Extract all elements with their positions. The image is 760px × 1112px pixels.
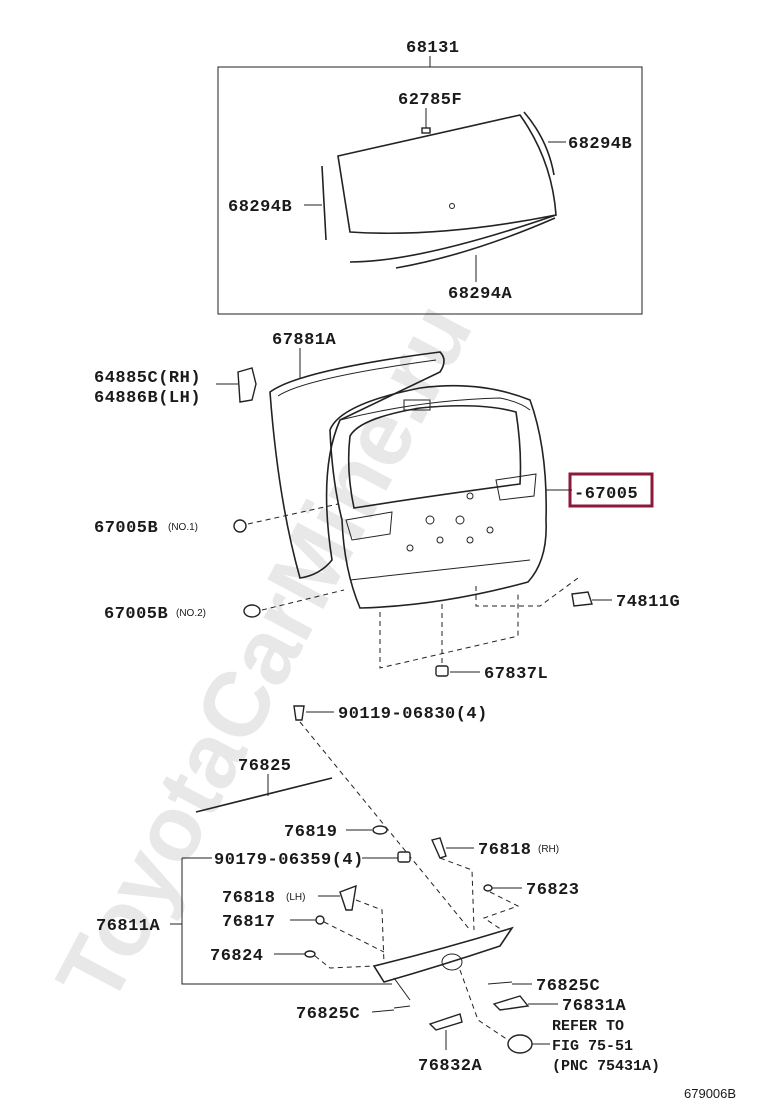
stopper-74811G[interactable] [571, 591, 593, 607]
callout-90119-06830: 90119-06830(4) [338, 705, 488, 724]
cushion-67005B-no2[interactable] [243, 604, 261, 618]
glass-lower-edge [349, 214, 557, 263]
back-glass-group [217, 56, 643, 315]
back-door-garnish-76811A[interactable] [372, 926, 514, 983]
molding-68294A-bottom[interactable] [395, 217, 556, 269]
tape-76825C-bottom[interactable] [393, 1005, 411, 1009]
cover-76832A[interactable] [428, 1013, 463, 1031]
door-hole [466, 492, 474, 500]
callout-76825C-right: 76825C [536, 977, 600, 996]
callout-76819: 76819 [284, 823, 338, 842]
callout-76825: 76825 [238, 757, 292, 776]
leader-76825C-bottom [371, 1009, 395, 1013]
molding-68294B-left[interactable] [321, 165, 327, 241]
cushion-67005B-no1[interactable] [233, 519, 247, 533]
note-line-1: REFER TO [552, 1018, 624, 1035]
screw-90119-06830[interactable] [293, 705, 305, 721]
garnish-handle-slot [393, 977, 411, 1001]
door-hole [486, 526, 494, 534]
callout-76818-rh: 76818 [478, 841, 532, 860]
callout-76825C-bottom: 76825C [296, 1005, 360, 1024]
dash-76818-rh [439, 857, 475, 931]
door-hole [455, 515, 465, 525]
door-hole [436, 536, 444, 544]
clip-76819[interactable] [372, 825, 388, 835]
callout-64885C: 64885C(RH) [94, 369, 201, 388]
callout-68294B-left: 68294B [228, 198, 292, 217]
callout-68294B-right: 68294B [568, 135, 632, 154]
callout-76818-lh: 76818 [222, 889, 276, 908]
callout-76811A: 76811A [96, 917, 161, 936]
callout-74811G: 74811G [616, 593, 680, 612]
door-inner-line [349, 559, 531, 581]
tape-76825C-right[interactable] [487, 981, 513, 985]
callout-67005B-no1: 67005B [94, 519, 158, 538]
callout-68131: 68131 [406, 39, 460, 58]
callout-67005B-no2-note: (NO.2) [176, 608, 206, 619]
callout-76824: 76824 [210, 947, 264, 966]
callout-76832A: 76832A [418, 1057, 483, 1076]
dash-67837L-frame [379, 592, 519, 669]
garnish-group [170, 705, 558, 1054]
clip-67837L[interactable] [435, 665, 449, 677]
bracket-76811A [181, 858, 392, 985]
callout-67005B-no2: 67005B [104, 605, 168, 624]
clip-76823[interactable] [483, 884, 493, 892]
dash-67005B-no1 [247, 503, 339, 525]
back-door-panel-67005[interactable] [329, 384, 547, 609]
callout-67005: -67005 [574, 485, 638, 504]
callout-76818-rh-note: (RH) [538, 844, 559, 855]
dash-74811G [475, 577, 579, 607]
weatherstrip-inner [277, 359, 437, 397]
door-hole [425, 515, 435, 525]
figure-number: 679006B [684, 1086, 736, 1101]
glass-clip-62785F[interactable] [421, 127, 431, 134]
back-window-glass[interactable] [337, 114, 557, 235]
door-hole [406, 544, 414, 552]
callout-68294A: 68294A [448, 285, 513, 304]
callout-67881A: 67881A [272, 331, 337, 350]
door-lamp-recess-right [495, 473, 537, 501]
glass-defog-terminal [449, 203, 455, 209]
callout-76823: 76823 [526, 881, 580, 900]
dash-76823 [482, 891, 520, 931]
bracket-76818-rh[interactable] [431, 837, 447, 859]
callout-64886B: 64886B(LH) [94, 389, 201, 408]
bracket-76818-lh[interactable] [339, 884, 357, 911]
callout-62785F: 62785F [398, 91, 462, 110]
callout-76818-lh-note: (LH) [286, 892, 305, 903]
callout-67005B-no1-note: (NO.1) [168, 522, 198, 533]
weatherstrip-67881A[interactable] [269, 351, 445, 579]
dash-76817 [323, 921, 385, 953]
callout-76817: 76817 [222, 913, 276, 932]
dash-76818-lh [355, 899, 385, 965]
dash-76824 [314, 955, 375, 969]
clip-76824[interactable] [304, 950, 316, 958]
door-upper-frame [339, 397, 531, 421]
callout-67837L: 67837L [484, 665, 548, 684]
cover-76831A[interactable] [492, 995, 530, 1011]
emblem-75431A[interactable] [507, 1034, 533, 1054]
garnish-emblem-recess [441, 953, 463, 971]
door-hinge[interactable] [237, 367, 257, 403]
callout-76831A: 76831A [562, 997, 627, 1016]
molding-68294B-right[interactable] [523, 111, 555, 176]
garnish-strip-76825[interactable] [195, 777, 333, 813]
door-lamp-recess-left [345, 511, 393, 541]
door-hole [466, 536, 474, 544]
back-door-group [216, 348, 654, 677]
door-window-opening [347, 404, 522, 509]
clip-76817[interactable] [315, 915, 325, 925]
callout-90179-06359: 90179-06359(4) [214, 851, 364, 870]
note-line-3: (PNC 75431A) [552, 1058, 660, 1075]
door-stoplamp-mount [403, 399, 431, 411]
nut-90179-06359[interactable] [397, 851, 411, 863]
note-line-2: FIG 75-51 [552, 1038, 633, 1055]
